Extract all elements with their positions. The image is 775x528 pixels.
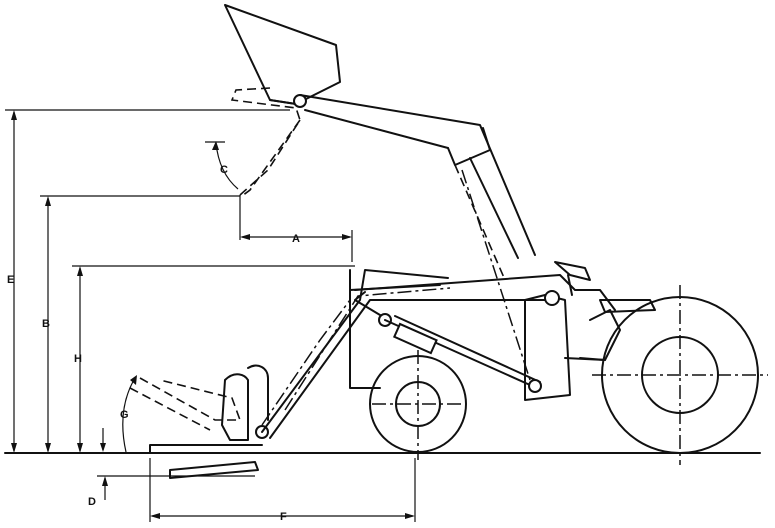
- dimension-f: [149, 458, 416, 522]
- label-c: C: [220, 164, 228, 176]
- lowered-bucket: [129, 364, 269, 479]
- label-h: H: [74, 353, 82, 365]
- dimension-small-arrow: [100, 428, 106, 452]
- lowered-boom: [261, 269, 551, 439]
- dimension-b: [40, 195, 240, 453]
- label-g: G: [120, 409, 129, 421]
- dimension-a: [239, 195, 353, 262]
- rear-wheel: [592, 285, 768, 465]
- label-f: F: [280, 511, 287, 523]
- raised-boom: [299, 94, 536, 381]
- label-e: E: [7, 274, 14, 286]
- dimension-g: [122, 375, 137, 453]
- dimension-d: [97, 475, 255, 500]
- raised-bucket: [224, 4, 341, 197]
- dimension-h: [72, 265, 355, 453]
- label-a: A: [292, 233, 300, 245]
- label-d: D: [88, 496, 96, 508]
- dimension-c: [205, 141, 239, 190]
- label-b: B: [42, 318, 50, 330]
- dimension-e: [5, 109, 290, 453]
- front-wheel: [369, 350, 467, 460]
- tractor-body: [349, 261, 656, 401]
